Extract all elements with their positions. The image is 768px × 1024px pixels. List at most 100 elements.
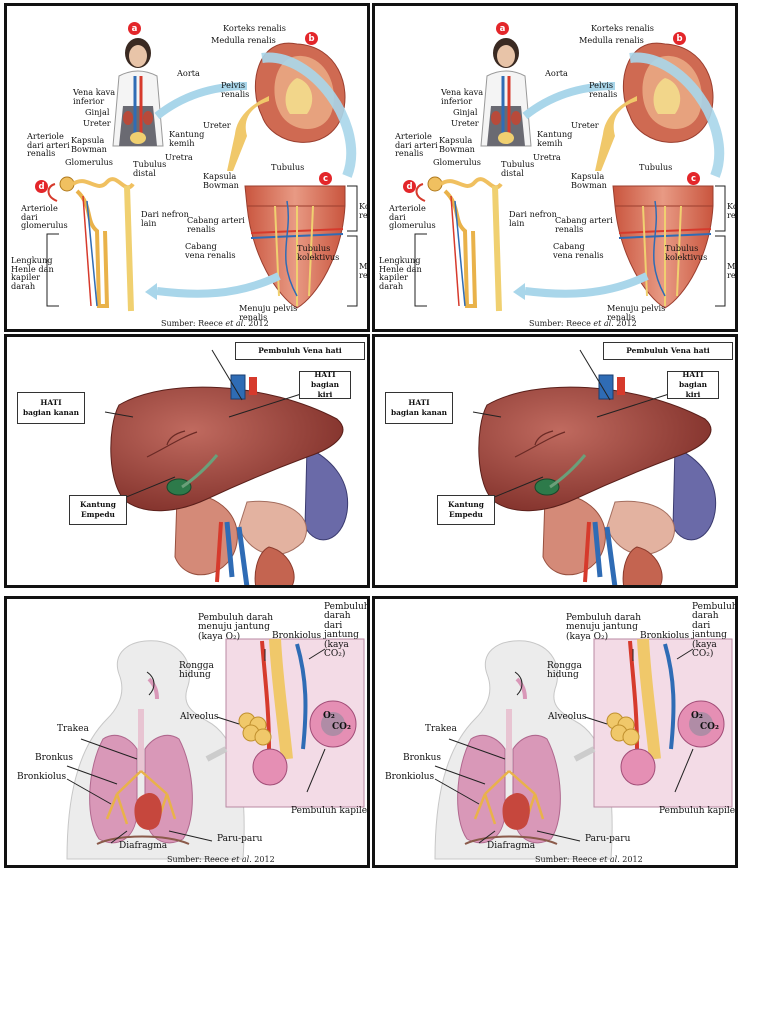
label-vena-kava: Vena kava inferior (441, 87, 484, 106)
badge-c: c (319, 172, 332, 185)
label-ginjal: Ginjal (453, 107, 478, 117)
label-uretra: Uretra (165, 152, 193, 162)
label-hati-kanan: HATI bagian kanan (17, 392, 85, 424)
label-pelvis-renalis: Pelvis renalis (589, 80, 618, 99)
label-medulla-renalis-side: Medulla renalis (359, 261, 368, 280)
respiratory-illustration (434, 638, 733, 860)
label-ureter-right: Ureter (571, 120, 599, 130)
label-aorta: Aorta (545, 68, 568, 78)
source-credit: Sumber: Reece et al. 2012 (535, 855, 643, 864)
label-pelvis-renalis: Pelvis renalis (221, 80, 250, 99)
label-hati-kiri: HATI bagian kiri (667, 370, 719, 399)
kidney-section (227, 42, 346, 171)
label-pembuluh-kapiler: Pembuluh kapiler (659, 806, 738, 816)
label-diafragma: Diafragma (487, 841, 536, 851)
label-medulla-renalis-side: Medulla renalis (727, 261, 736, 280)
label-bronkiolus-top: Bronkiolus (272, 631, 322, 641)
kidney-illustration (46, 38, 358, 312)
label-kantung-empedu: Kantung Empedu (437, 495, 495, 525)
label-bronkiolus-left: Bronkiolus (385, 772, 435, 782)
label-alveolus: Alveolus (548, 712, 587, 722)
label-trakea: Trakea (57, 724, 89, 734)
label-alveolus: Alveolus (180, 712, 219, 722)
label-medulla-renalis-top: Medulla renalis (579, 35, 644, 45)
label-kapsula-bowman-right: Kapsula Bowman (203, 171, 239, 190)
label-ginjal: Ginjal (85, 107, 110, 117)
kidney-illustration (414, 38, 726, 312)
liver-diagram-panel: Pembuluh Vena hati HATI bagian kiri HATI… (4, 334, 370, 588)
label-bronkiolus-left: Bronkiolus (17, 772, 67, 782)
label-arteriole-dari-glomerulus: Arteriole dari glomerulus (21, 203, 68, 231)
label-tubulus-distal: Tubulus distal (133, 159, 167, 178)
label-co2: CO₂ (332, 722, 351, 732)
label-kantung-empedu: Kantung Empedu (69, 495, 127, 525)
label-uretra: Uretra (533, 152, 561, 162)
label-o2: O₂ (691, 711, 703, 721)
nephron (47, 176, 135, 312)
nephron (415, 176, 503, 312)
label-tubulus-kolektivus: Tubulus kolektivus (297, 243, 340, 262)
label-pembuluh-menuju-jantung: Pembuluh darah menuju jantung (kaya O₂) (198, 613, 273, 642)
label-menuju-pelvis: Menuju pelvis renalis (239, 303, 298, 322)
badge-b: b (673, 32, 686, 45)
label-bronkus: Bronkus (35, 753, 73, 763)
label-arteriole-dari-glomerulus: Arteriole dari glomerulus (389, 203, 436, 231)
label-trakea: Trakea (425, 724, 457, 734)
human-figure (480, 38, 532, 147)
label-cabang-vena: Cabang vena renalis (553, 241, 604, 260)
label-korteks-renalis-side: Korteks renalis (359, 201, 370, 220)
label-glomerulus: Glomerulus (433, 157, 481, 167)
label-pembuluh-vena-hati: Pembuluh Vena hati (603, 342, 733, 360)
label-co2: CO₂ (700, 722, 719, 732)
label-lengkung-henle: Lengkung Henle dan kapiler darah (11, 255, 54, 291)
badge-c: c (687, 172, 700, 185)
badge-b: b (305, 32, 318, 45)
human-figure (112, 38, 164, 147)
label-arteriole-dari-arteri: Arteriole dari arteri renalis (395, 131, 438, 159)
label-korteks-renalis-top: Korteks renalis (223, 23, 286, 33)
liver-diagram-panel: Pembuluh Vena hati HATI bagian kiri HATI… (372, 334, 738, 588)
label-menuju-pelvis: Menuju pelvis renalis (607, 303, 666, 322)
label-cabang-arteri: Cabang arteri renalis (555, 215, 613, 234)
source-credit: Sumber: Reece et al. 2012 (161, 319, 269, 328)
label-bronkiolus-top: Bronkiolus (640, 631, 690, 641)
label-glomerulus: Glomerulus (65, 157, 113, 167)
label-kantung-kemih: Kantung kemih (537, 129, 573, 148)
label-paru-paru: Paru-paru (217, 834, 263, 844)
label-pembuluh-vena-hati: Pembuluh Vena hati (235, 342, 365, 360)
label-vena-kava: Vena kava inferior (73, 87, 116, 106)
label-tubulus-kolektivus: Tubulus kolektivus (665, 243, 708, 262)
label-medulla-renalis-top: Medulla renalis (211, 35, 276, 45)
label-rongga-hidung: Rongga hidung (547, 661, 582, 681)
label-pembuluh-menuju-jantung: Pembuluh darah menuju jantung (kaya O₂) (566, 613, 641, 642)
label-paru-paru: Paru-paru (585, 834, 631, 844)
source-credit: Sumber: Reece et al. 2012 (529, 319, 637, 328)
label-kantung-kemih: Kantung kemih (169, 129, 205, 148)
kidney-section (595, 42, 714, 171)
label-ureter-left: Ureter (83, 118, 111, 128)
label-ureter-right: Ureter (203, 120, 231, 130)
label-kapsula-bowman-left: Kapsula Bowman (439, 135, 475, 154)
kidney-diagram-panel: a b c d Aorta Vena kava inferior Ginjal … (372, 3, 738, 332)
label-dari-nefron-lain: Dari nefron lain (509, 209, 557, 228)
kidney-diagram-panel: a b c d Aorta Vena kava inferior Ginjal … (4, 3, 370, 332)
label-tubulus-right: Tubulus (639, 162, 673, 172)
label-kapsula-bowman-left: Kapsula Bowman (71, 135, 107, 154)
label-cabang-vena: Cabang vena renalis (185, 241, 236, 260)
label-arteriole-dari-arteri: Arteriole dari arteri renalis (27, 131, 70, 159)
label-o2: O₂ (323, 711, 335, 721)
badge-d: d (403, 180, 416, 193)
label-hati-kiri: HATI bagian kiri (299, 370, 351, 399)
badge-a: a (496, 22, 509, 35)
label-dari-nefron-lain: Dari nefron lain (141, 209, 189, 228)
label-kapsula-bowman-right: Kapsula Bowman (571, 171, 607, 190)
badge-a: a (128, 22, 141, 35)
label-korteks-renalis-top: Korteks renalis (591, 23, 654, 33)
respiratory-diagram-panel: Pembuluh darah menuju jantung (kaya O₂) … (372, 596, 738, 868)
label-pembuluh-kapiler: Pembuluh kapiler (291, 806, 370, 816)
label-ureter-left: Ureter (451, 118, 479, 128)
label-bronkus: Bronkus (403, 753, 441, 763)
badge-d: d (35, 180, 48, 193)
label-rongga-hidung: Rongga hidung (179, 661, 214, 681)
liver-illustration (104, 349, 349, 585)
